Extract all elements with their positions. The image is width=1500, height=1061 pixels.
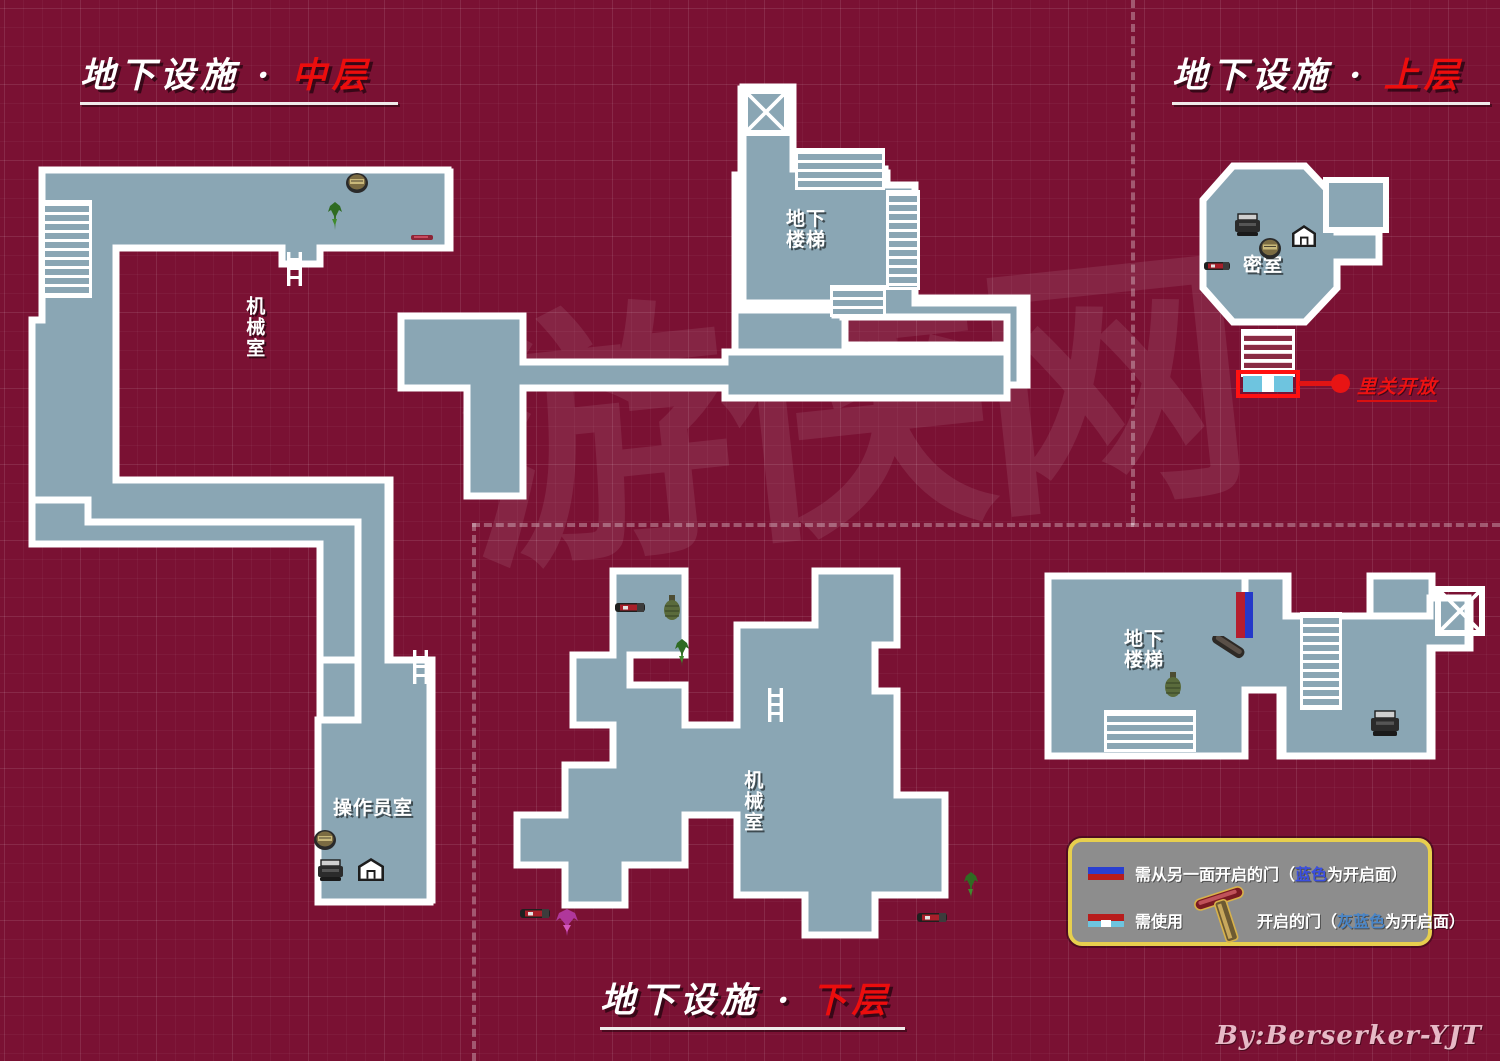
section-title-middle-prefix: 地下设施 · [80,55,275,96]
typewriter-icon-lower [1370,710,1400,738]
middle-stairs-mid-right [886,190,920,290]
grenade-icon-lower [662,595,682,621]
label-lower-stairs: 地下 楼梯 [1124,628,1165,672]
upper-shaft-connector [1322,176,1392,236]
divider-horizontal-right [1131,523,1500,527]
divider-vertical-right [1131,0,1135,525]
elevator-shaft-icon-lower [1435,586,1485,636]
weapon-icon-lower-bottom [917,908,947,926]
section-title-middle-accent: 中层 [291,55,372,96]
section-title-upper-accent: 上层 [1383,55,1464,96]
weapon-icon-lower-top [615,598,645,616]
legend-row-0-highlight: 蓝色 [1295,865,1328,884]
item-box-icon-operator [356,857,386,883]
section-title-middle: 地下设施 · 中层 [80,47,398,110]
section-title-lower-prefix: 地下设施 · [600,980,795,1021]
typewriter-icon-upper [1234,213,1261,238]
legend-row-1: 需使用 开启的门（ 灰蓝色 为开启面） [1088,908,1465,932]
section-title-upper-prefix: 地下设施 · [1172,55,1367,96]
legend-panel: 需从另一面开启的门（ 蓝色 为开启面） 需使用 开启的门（ 灰蓝色 为开启面） [1068,838,1465,948]
typewriter-icon-operator [317,859,344,883]
label-lower-machine-room: 机械室 [741,770,764,833]
crank-handle-icon [1192,886,1258,948]
elevator-shaft-icon-middle [742,88,790,136]
grenade-icon-lower-stairs [1163,672,1183,698]
door-half-left [1243,376,1262,392]
legend-row-0-text-before: 需从另一面开启的门（ [1135,865,1296,884]
section-title-lower-rule [600,1027,905,1030]
upper-stairs-down [1241,329,1295,377]
label-middle-operator-room: 操作员室 [333,797,414,819]
door-red-cyan-swatch [1088,913,1124,927]
green-herb-icon-lower-right [961,870,981,900]
save-disc-icon-operator [313,829,337,851]
green-herb-icon-middle [325,200,345,230]
highlight-box-inner-stage [1236,370,1300,398]
green-herb-icon-lower-top [672,637,692,667]
red-herb-icon-lower [554,908,580,936]
lower-stairs-hatch-right [1300,612,1342,710]
lower-level-floorplan [505,565,985,955]
middle-long-corridor [395,310,1035,510]
highlight-leader-line [1299,381,1335,386]
label-middle-machine-room: 机械室 [243,296,266,359]
middle-stairs-upper-right [795,148,885,190]
section-title-upper-rule [1172,102,1490,105]
lower-stairs-hatch-left [1104,710,1196,752]
metal-pipe-icon-lower [1208,633,1248,672]
middle-stairs-left [42,200,92,298]
door-half-blue [1244,592,1253,638]
save-disc-icon-upper [1258,237,1282,260]
label-middle-stairs: 地下 楼梯 [786,208,827,252]
divider-vertical-center [472,523,476,1061]
door-half-right [1274,376,1293,392]
highlight-dot [1331,374,1350,393]
weapon-icon-upper [1204,258,1230,274]
door-blue-red-swatch [1088,866,1124,880]
door-half-red [1236,592,1245,638]
save-disc-icon-middle [345,172,369,194]
section-title-lower: 地下设施 · 下层 [600,972,905,1035]
legend-row-1-text-mid: 开启的门（ [1257,912,1338,931]
door-blue-red-lower[interactable] [1236,592,1253,638]
legend-row-0: 需从另一面开启的门（ 蓝色 为开启面） [1088,861,1407,885]
ladder-icon-middle-top [286,252,303,286]
annotation-inner-stage-open: 里关开放 [1357,372,1438,402]
legend-row-1-text-after: 为开启面） [1385,912,1466,931]
middle-stairs-lower [830,285,886,317]
item-box-icon-upper [1290,224,1318,249]
section-title-upper: 地下设施 · 上层 [1172,47,1490,110]
section-title-middle-rule [80,102,398,105]
legend-row-0-text-after: 为开启面） [1327,865,1408,884]
door-half-center [1262,376,1274,392]
ladder-icon-lower [767,688,784,722]
divider-horizontal-center [472,523,1134,527]
red-herb-icon-middle [411,228,433,240]
ladder-icon-middle-bottom [412,650,429,684]
door-inner-stage[interactable] [1243,376,1293,392]
weapon-icon-lower-left [520,904,550,922]
label-upper-secret-room: 密室 [1243,254,1284,276]
section-title-lower-accent: 下层 [811,980,892,1021]
legend-row-1-text-before: 需使用 [1135,912,1184,931]
legend-row-1-highlight: 灰蓝色 [1337,912,1386,931]
author-signature: By:Berserker-YJT [1215,1021,1482,1051]
